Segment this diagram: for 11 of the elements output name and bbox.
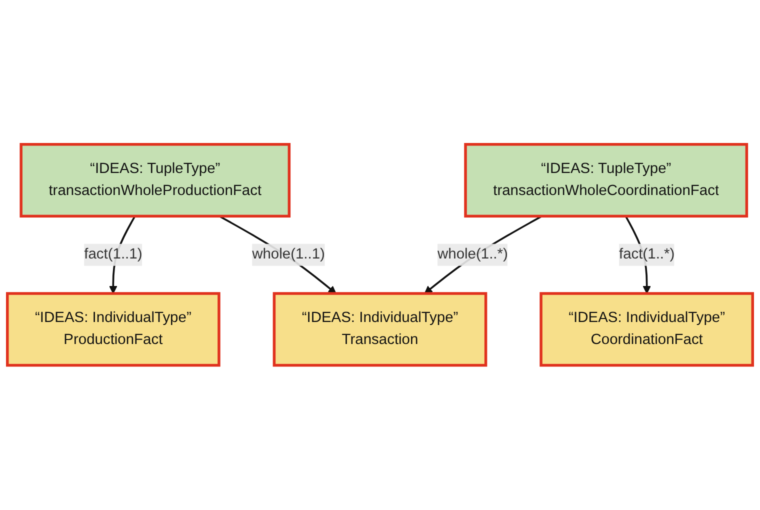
edge-label: fact(1..1): [84, 246, 142, 262]
node-box: “IDEAS: IndividualType” Transaction: [272, 292, 488, 367]
node-box: “IDEAS: IndividualType” ProductionFact: [6, 292, 220, 367]
edge-label: whole(1..*): [437, 246, 508, 262]
node-box: “IDEAS: TupleType” transactionWholeProductionFact: [20, 143, 291, 218]
node-box: “IDEAS: TupleType” transactionWholeCoordinationFact: [464, 143, 748, 218]
edge-label: fact(1..*): [618, 246, 675, 262]
arrow: [424, 216, 542, 294]
arrow: [218, 216, 336, 294]
edge-label: whole(1..1): [252, 246, 325, 262]
node-box: “IDEAS: IndividualType” CoordinationFact: [540, 292, 754, 367]
